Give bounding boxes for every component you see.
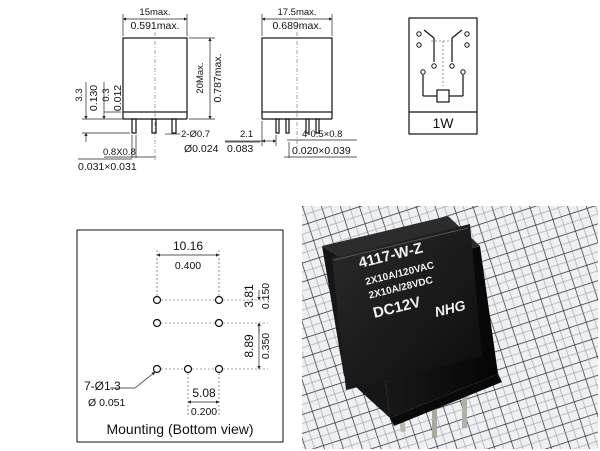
schematic-frame [408, 17, 478, 135]
front-width-in: 0.591max. [130, 20, 179, 32]
side-width-in: 0.689max. [272, 20, 321, 32]
side-offset-in: 0.083 [227, 143, 253, 155]
left-dim-b-in: 0.012 [112, 85, 124, 111]
mounting-frame [76, 229, 284, 443]
coil-symbol [436, 89, 450, 103]
front-height-in: 0.787max. [212, 53, 224, 102]
side-pin-size-in: 0.020×0.039 [292, 145, 351, 157]
mount-bottom-in: 0.200 [191, 406, 217, 418]
left-dim-a-mm: 3.3 [74, 88, 85, 101]
mount-hole [152, 318, 162, 328]
mounting-caption: Mounting (Bottom view) [106, 421, 253, 437]
relay-photo: 4117-W-Z 2X10A/120VAC 2X10A/28VDC DC12V … [302, 206, 598, 449]
front-view: 15max. 0.591max. 20Max. 0.787max. 3.3 0.… [74, 7, 224, 173]
mount-top-mm: 10.16 [173, 239, 203, 253]
hole-dia-in: Ø 0.051 [88, 397, 126, 409]
mount-r1-mm: 3.81 [242, 284, 256, 308]
mount-r2-mm: 8.89 [242, 334, 256, 358]
mount-bottom-mm: 5.08 [192, 386, 216, 400]
side-view: 17.5max. 0.689max. 2.1 0.083 4-0.5×0.8 0… [225, 7, 357, 158]
pin-size-in-label: 0.031×0.031 [78, 161, 137, 173]
front-height-mm: 20Max. [195, 62, 206, 93]
mount-hole [152, 364, 162, 374]
mount-r1-in: 0.150 [260, 283, 272, 309]
mount-hole [214, 318, 224, 328]
mount-hole [183, 364, 193, 374]
mount-r2-in: 0.350 [260, 333, 272, 359]
pin-dia-label: 2-Ø0.7 [181, 129, 210, 140]
side-pin-size: 4-0.5×0.8 [302, 129, 342, 140]
mount-hole [214, 295, 224, 305]
left-dim-b-mm: 0.3 [101, 88, 112, 101]
side-offset-mm: 2.1 [240, 129, 253, 140]
mount-hole [214, 364, 224, 374]
schematic-label: 1W [433, 115, 455, 131]
relay-logo: NHG [433, 297, 467, 320]
pin-dia-in-label: Ø0.024 [184, 143, 219, 155]
front-width-mm: 15max. [139, 7, 170, 18]
mounting-view: 10.16 0.400 3.81 0.150 8.89 0.350 5.08 0… [76, 229, 284, 443]
mount-top-in: 0.400 [175, 260, 201, 272]
schematic: 1W [408, 17, 478, 135]
side-width-mm: 17.5max. [277, 7, 316, 18]
pin-size-label: 0.8X0.8 [103, 147, 136, 158]
left-dim-a-in: 0.130 [88, 85, 100, 111]
mount-hole [152, 295, 162, 305]
hole-dia-mm: 7-Ø1.3 [84, 379, 121, 393]
